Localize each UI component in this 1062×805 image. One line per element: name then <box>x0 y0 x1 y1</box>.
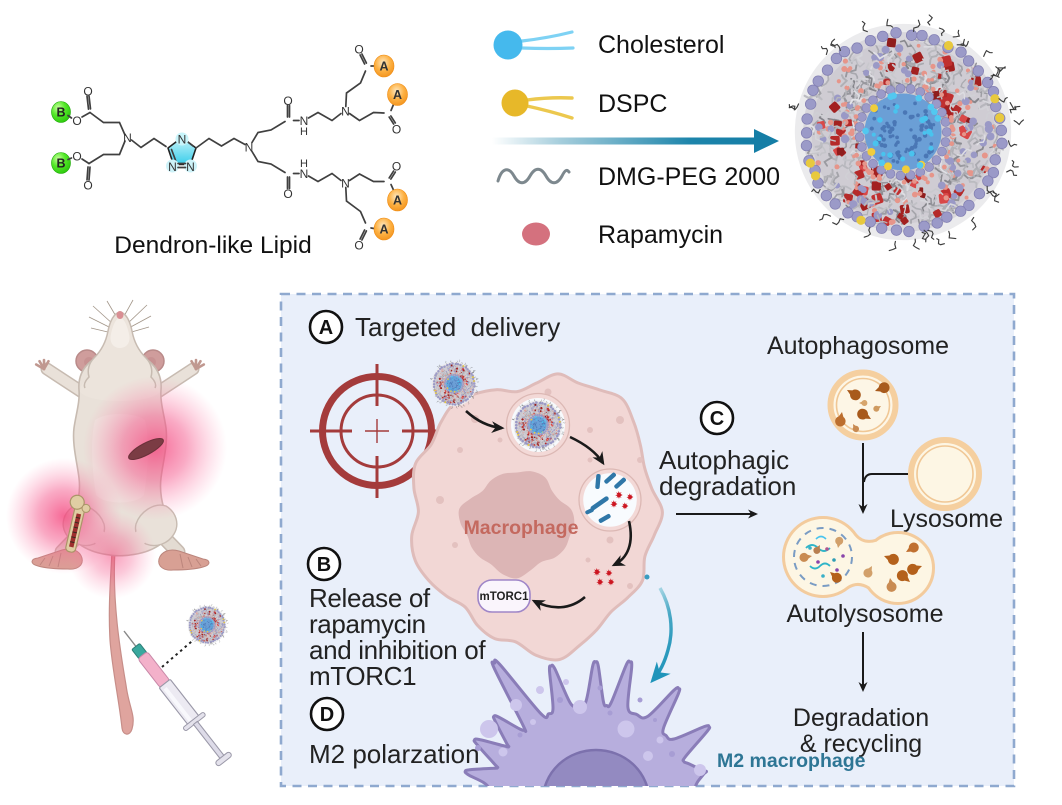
svg-text:M2 macrophage: M2 macrophage <box>717 750 866 772</box>
svg-text:O: O <box>283 94 292 108</box>
svg-text:Autolysosome: Autolysosome <box>786 600 943 628</box>
svg-text:N: N <box>341 104 350 118</box>
svg-text:A: A <box>319 317 333 339</box>
svg-text:degradation: degradation <box>659 471 796 501</box>
svg-text:DMG-PEG 2000: DMG-PEG 2000 <box>598 163 780 191</box>
svg-text:Degradation: Degradation <box>793 704 929 732</box>
svg-text:D: D <box>320 704 334 726</box>
svg-text:N: N <box>186 160 195 174</box>
svg-text:Macrophage: Macrophage <box>464 517 579 539</box>
svg-text:A: A <box>393 194 402 208</box>
svg-text:O: O <box>354 238 363 252</box>
svg-text:M2 polarzation: M2 polarzation <box>309 739 480 769</box>
svg-text:N: N <box>300 167 309 181</box>
svg-text:O: O <box>83 178 92 192</box>
svg-text:Autophagosome: Autophagosome <box>767 332 949 360</box>
svg-text:B: B <box>317 554 331 576</box>
svg-text:A: A <box>393 88 402 102</box>
svg-text:C: C <box>710 408 724 430</box>
svg-text:& recycling: & recycling <box>800 730 922 758</box>
svg-text:O: O <box>392 159 401 173</box>
svg-text:O: O <box>283 187 292 201</box>
svg-text:O: O <box>83 84 92 98</box>
svg-text:B: B <box>56 106 65 120</box>
svg-text:H: H <box>300 126 308 138</box>
svg-text:Targeted delivery: Targeted delivery <box>355 312 560 342</box>
svg-text:O: O <box>72 114 81 128</box>
svg-text:Lysosome: Lysosome <box>890 505 1003 533</box>
svg-text:Cholesterol: Cholesterol <box>598 31 724 59</box>
svg-text:B: B <box>56 157 65 171</box>
svg-text:O: O <box>392 122 401 136</box>
svg-text:O: O <box>72 149 81 163</box>
svg-text:H: H <box>300 158 308 170</box>
svg-text:Rapamycin: Rapamycin <box>598 221 723 249</box>
svg-text:N: N <box>245 140 254 154</box>
svg-text:N: N <box>341 176 350 190</box>
svg-text:N: N <box>168 160 177 174</box>
svg-text:N: N <box>178 132 187 146</box>
svg-text:Dendron-like Lipid: Dendron-like Lipid <box>114 232 311 259</box>
svg-text:N: N <box>123 131 132 145</box>
svg-text:O: O <box>354 42 363 56</box>
svg-text:mTORC1: mTORC1 <box>480 591 530 603</box>
svg-text:N: N <box>300 114 309 128</box>
svg-text:Autophagic: Autophagic <box>659 445 789 475</box>
svg-text:A: A <box>379 223 388 237</box>
svg-text:DSPC: DSPC <box>598 90 667 118</box>
svg-text:A: A <box>379 60 388 74</box>
